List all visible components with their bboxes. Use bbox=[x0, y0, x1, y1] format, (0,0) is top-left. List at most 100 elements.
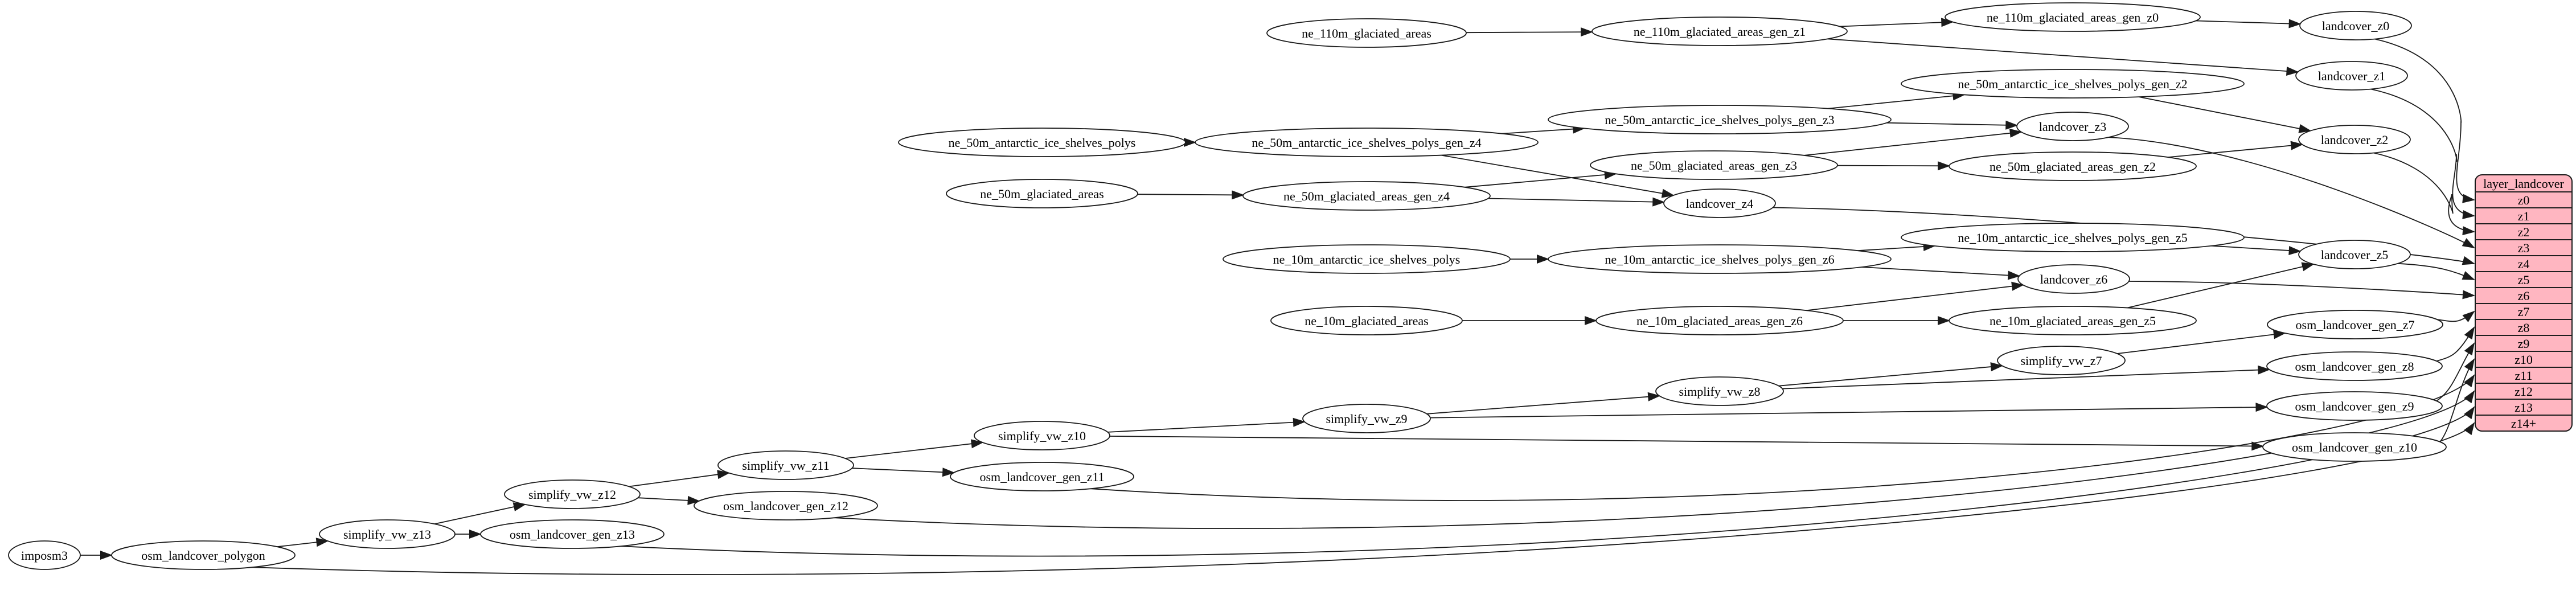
node-simplify_vw_z12-shape bbox=[504, 479, 641, 509]
edge-landcover_z5-to-layer-z5 bbox=[2397, 263, 2475, 280]
node-ne_110m_glaciated_areas_gen_z1-label: ne_110m_glaciated_areas_gen_z1 bbox=[1634, 24, 1806, 39]
node-osm_landcover_gen_z8-shape bbox=[2266, 351, 2443, 381]
node-ne_10m_antarctic_ice_shelves_polys_gen_z6-label: ne_10m_antarctic_ice_shelves_polys_gen_z… bbox=[1605, 252, 1834, 266]
node-osm_landcover_polygon: osm_landcover_polygon bbox=[111, 540, 296, 570]
node-simplify_vw_z8-label: simplify_vw_z8 bbox=[1679, 384, 1761, 399]
node-landcover_z6: landcover_z6 bbox=[2017, 264, 2130, 294]
node-ne_50m_antarctic_ice_shelves_polys_gen_z2-label: ne_50m_antarctic_ice_shelves_polys_gen_z… bbox=[1958, 77, 2187, 91]
node-osm_landcover_gen_z9-label: osm_landcover_gen_z9 bbox=[2295, 399, 2414, 413]
node-osm_landcover_gen_z9: osm_landcover_gen_z9 bbox=[2266, 391, 2443, 421]
node-ne_50m_glaciated_areas: ne_50m_glaciated_areas bbox=[946, 179, 1138, 208]
node-osm_landcover_gen_z13-label: osm_landcover_gen_z13 bbox=[510, 527, 635, 542]
node-ne_50m_glaciated_areas_gen_z2-shape bbox=[1949, 151, 2197, 181]
node-osm_landcover_gen_z7: osm_landcover_gen_z7 bbox=[2267, 310, 2443, 339]
layer-table-title: layer_landcover bbox=[2483, 177, 2564, 191]
node-osm_landcover_gen_z7-label: osm_landcover_gen_z7 bbox=[2296, 318, 2415, 332]
edge-simplify_vw_z12-to-osm_landcover_gen_z12 bbox=[638, 495, 700, 505]
node-simplify_vw_z11-shape bbox=[717, 450, 854, 480]
node-osm_landcover_gen_z8-label: osm_landcover_gen_z8 bbox=[2295, 359, 2414, 374]
table-row-z7: z7 bbox=[2518, 305, 2530, 319]
node-osm_landcover_gen_z13: osm_landcover_gen_z13 bbox=[480, 519, 664, 549]
node-ne_10m_glaciated_areas_gen_z5-shape bbox=[1949, 306, 2197, 335]
edge-ne_10m_antarctic_ice_shelves_polys_gen_z5-to-landcover_z5 bbox=[2211, 245, 2302, 256]
edge-landcover_z0-to-layer-z0 bbox=[2374, 38, 2475, 203]
table-row-z6: z6 bbox=[2518, 289, 2530, 303]
node-ne_50m_antarctic_ice_shelves_polys_gen_z3: ne_50m_antarctic_ice_shelves_polys_gen_z… bbox=[1548, 105, 1892, 134]
table-row-z8: z8 bbox=[2518, 321, 2530, 335]
node-landcover_z0: landcover_z0 bbox=[2299, 11, 2412, 40]
node-landcover_z6-shape bbox=[2017, 264, 2130, 294]
node-osm_landcover_gen_z10: osm_landcover_gen_z10 bbox=[2262, 432, 2447, 462]
table-row-z5: z5 bbox=[2518, 273, 2530, 287]
node-ne_110m_glaciated_areas_gen_z0-label: ne_110m_glaciated_areas_gen_z0 bbox=[1987, 10, 2159, 24]
node-simplify_vw_z9: simplify_vw_z9 bbox=[1302, 404, 1431, 433]
node-ne_50m_antarctic_ice_shelves_polys-label: ne_50m_antarctic_ice_shelves_polys bbox=[949, 136, 1136, 150]
edge-osm_landcover_gen_z13-to-layer-z13 bbox=[620, 406, 2475, 557]
node-ne_50m_antarctic_ice_shelves_polys_gen_z4: ne_50m_antarctic_ice_shelves_polys_gen_z… bbox=[1195, 128, 1539, 157]
node-simplify_vw_z7-shape bbox=[1997, 346, 2126, 375]
node-osm_landcover_gen_z8: osm_landcover_gen_z8 bbox=[2266, 351, 2443, 381]
node-ne_110m_glaciated_areas_gen_z1-shape bbox=[1591, 17, 1848, 46]
node-simplify_vw_z10: simplify_vw_z10 bbox=[974, 421, 1110, 450]
node-landcover_z4-shape bbox=[1663, 188, 1776, 218]
node-landcover_z2-label: landcover_z2 bbox=[2321, 133, 2389, 147]
node-osm_landcover_gen_z10-shape bbox=[2262, 432, 2447, 462]
edge-ne_50m_antarctic_ice_shelves_polys_gen_z3-to-ne_50m_antarctic_ice_shelves_polys_gen_z2 bbox=[1828, 91, 1966, 109]
node-ne_10m_glaciated_areas_gen_z6-shape bbox=[1595, 306, 1844, 335]
node-ne_50m_antarctic_ice_shelves_polys-shape bbox=[898, 128, 1186, 157]
node-ne_10m_glaciated_areas_gen_z6: ne_10m_glaciated_areas_gen_z6 bbox=[1595, 306, 1844, 335]
node-simplify_vw_z8: simplify_vw_z8 bbox=[1655, 376, 1784, 406]
edge-ne_10m_antarctic_ice_shelves_polys_gen_z6-to-landcover_z6 bbox=[1861, 266, 2021, 280]
node-osm_landcover_polygon-label: osm_landcover_polygon bbox=[141, 548, 265, 563]
node-imposm3-shape bbox=[8, 540, 81, 570]
edge-simplify_vw_z10-to-osm_landcover_gen_z10 bbox=[1109, 436, 2265, 451]
node-simplify_vw_z11-label: simplify_vw_z11 bbox=[742, 458, 829, 473]
table-row-z10: z10 bbox=[2515, 352, 2533, 367]
node-ne_50m_glaciated_areas_gen_z2: ne_50m_glaciated_areas_gen_z2 bbox=[1949, 151, 2197, 181]
table-row-z13: z13 bbox=[2515, 400, 2533, 415]
edge-ne_50m_antarctic_ice_shelves_polys_gen_z2-to-landcover_z2 bbox=[2139, 96, 2312, 133]
node-osm_landcover_gen_z11: osm_landcover_gen_z11 bbox=[950, 462, 1134, 491]
edges-layer bbox=[80, 18, 2475, 575]
edge-landcover_z2-to-layer-z2 bbox=[2373, 152, 2475, 236]
node-osm_landcover_gen_z9-shape bbox=[2266, 391, 2443, 421]
edge-simplify_vw_z9-to-osm_landcover_gen_z9 bbox=[1430, 403, 2269, 419]
edge-ne_50m_glaciated_areas-to-ne_50m_glaciated_areas_gen_z4 bbox=[1137, 190, 1245, 200]
node-landcover_z6-label: landcover_z6 bbox=[2040, 272, 2108, 286]
node-simplify_vw_z7: simplify_vw_z7 bbox=[1997, 346, 2126, 375]
node-landcover_z3-shape bbox=[2016, 112, 2129, 141]
edge-simplify_vw_z11-to-simplify_vw_z10 bbox=[845, 439, 984, 459]
edge-osm_landcover_gen_z9-to-layer-z9 bbox=[2436, 342, 2475, 401]
node-ne_10m_antarctic_ice_shelves_polys_gen_z5-label: ne_10m_antarctic_ice_shelves_polys_gen_z… bbox=[1958, 231, 2187, 245]
node-landcover_z3-label: landcover_z3 bbox=[2039, 120, 2107, 134]
edge-osm_landcover_polygon-to-simplify_vw_z13 bbox=[277, 538, 329, 548]
node-ne_50m_glaciated_areas_gen_z3: ne_50m_glaciated_areas_gen_z3 bbox=[1590, 150, 1838, 180]
node-ne_110m_glaciated_areas-shape bbox=[1266, 18, 1467, 48]
node-ne_10m_antarctic_ice_shelves_polys_gen_z5-shape bbox=[1901, 223, 2245, 252]
node-osm_landcover_gen_z13-shape bbox=[480, 519, 664, 549]
node-ne_50m_glaciated_areas-shape bbox=[946, 179, 1138, 208]
edge-simplify_vw_z8-to-osm_landcover_gen_z8 bbox=[1782, 365, 2271, 389]
node-imposm3: imposm3 bbox=[8, 540, 81, 570]
node-ne_10m_glaciated_areas_gen_z5: ne_10m_glaciated_areas_gen_z5 bbox=[1949, 306, 2197, 335]
table-row-z14+: z14+ bbox=[2511, 416, 2536, 430]
node-landcover_z1: landcover_z1 bbox=[2295, 61, 2408, 91]
node-simplify_vw_z12-label: simplify_vw_z12 bbox=[528, 487, 616, 502]
node-simplify_vw_z9-shape bbox=[1302, 404, 1431, 433]
node-simplify_vw_z9-label: simplify_vw_z9 bbox=[1326, 412, 1408, 426]
table-row-z12: z12 bbox=[2515, 384, 2533, 399]
node-ne_10m_glaciated_areas_gen_z6-label: ne_10m_glaciated_areas_gen_z6 bbox=[1636, 314, 1803, 328]
node-simplify_vw_z7-label: simplify_vw_z7 bbox=[2021, 354, 2102, 368]
node-ne_110m_glaciated_areas_gen_z0: ne_110m_glaciated_areas_gen_z0 bbox=[1945, 2, 2201, 32]
edge-ne_110m_glaciated_areas_gen_z1-to-landcover_z1 bbox=[1827, 38, 2299, 76]
node-simplify_vw_z13-shape bbox=[319, 519, 456, 549]
node-ne_110m_glaciated_areas: ne_110m_glaciated_areas bbox=[1266, 18, 1467, 48]
node-osm_landcover_gen_z10-label: osm_landcover_gen_z10 bbox=[2292, 440, 2417, 454]
node-landcover_z0-label: landcover_z0 bbox=[2322, 19, 2390, 33]
edge-ne_50m_antarctic_ice_shelves_polys_gen_z4-to-landcover_z4 bbox=[1441, 154, 1675, 198]
edge-ne_50m_glaciated_areas_gen_z4-to-ne_50m_glaciated_areas_gen_z3 bbox=[1465, 170, 1617, 188]
layer-table: layer_landcoverz0z1z2z3z4z5z6z7z8z9z10z1… bbox=[2475, 174, 2573, 432]
node-ne_10m_glaciated_areas-label: ne_10m_glaciated_areas bbox=[1305, 314, 1428, 328]
